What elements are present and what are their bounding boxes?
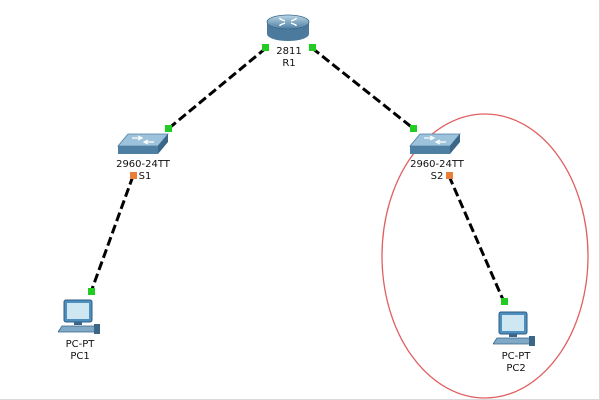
link-s2-pc2[interactable] (447, 175, 506, 303)
port-marker-r1-s2 (309, 44, 316, 51)
router-name-label: R1 (282, 58, 296, 69)
highlight-ellipse (381, 113, 589, 399)
switch-s2[interactable] (408, 132, 462, 158)
pc-pc2[interactable] (492, 308, 537, 348)
port-marker-s1-access (130, 172, 137, 179)
switch-s1[interactable] (116, 132, 170, 158)
link-s1-pc1[interactable] (89, 175, 135, 293)
switch-icon (117, 133, 169, 154)
port-marker-s1-uplink (165, 125, 172, 132)
router-icon (266, 14, 310, 41)
pc1-name-label: PC1 (70, 351, 90, 362)
port-marker-r1-s1 (262, 44, 269, 51)
s1-name-label: S1 (138, 171, 152, 182)
router-r1[interactable] (263, 10, 313, 46)
port-marker-s2-access (446, 172, 453, 179)
s1-model-label: 2960-24TT (116, 159, 170, 170)
pc1-model-label: PC-PT (65, 339, 95, 350)
pc2-model-label: PC-PT (501, 351, 531, 362)
switch-icon (409, 133, 461, 154)
link-r1-s2[interactable] (311, 46, 415, 131)
pc-pc1[interactable] (57, 296, 102, 336)
pc-icon (57, 299, 100, 334)
pc-icon (492, 311, 535, 346)
s2-name-label: S2 (430, 171, 444, 182)
port-marker-pc2 (501, 298, 508, 305)
port-marker-pc1 (88, 288, 95, 295)
router-model-label: 2811 (276, 46, 302, 57)
link-r1-s1[interactable] (167, 46, 267, 131)
pc2-name-label: PC2 (506, 363, 526, 374)
port-marker-s2-uplink (410, 125, 417, 132)
s2-model-label: 2960-24TT (410, 159, 464, 170)
